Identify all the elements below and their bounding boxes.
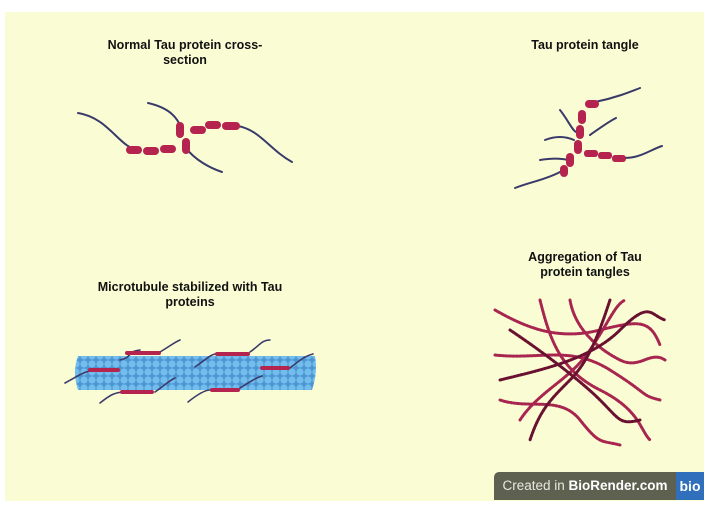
title-line: proteins — [165, 295, 215, 309]
title-line: Normal Tau protein cross- — [107, 38, 263, 52]
badge-prefix: Created in — [502, 478, 569, 493]
tau-tangle-illustration — [514, 87, 663, 189]
aggregation-title: Aggregation of Tau protein tangles — [505, 250, 665, 280]
title-line: protein tangles — [540, 265, 630, 279]
title-line: Microtubule stabilized with Tau — [97, 280, 283, 294]
microtubule-illustration — [64, 339, 316, 404]
tau-segments — [560, 100, 626, 177]
aggregation-illustration — [493, 298, 667, 447]
biorender-logo[interactable]: bio — [676, 472, 704, 500]
tau-segments — [126, 121, 240, 155]
tau-segments — [88, 351, 290, 394]
biorender-badge[interactable]: Created in BioRender.com — [494, 472, 676, 500]
badge-brand: BioRender.com — [568, 478, 668, 493]
normal-tau-title: Normal Tau protein cross- section — [95, 38, 275, 68]
tau-tangle-title: Tau protein tangle — [531, 38, 639, 52]
title-line: Aggregation of Tau — [528, 250, 642, 264]
normal-tau-illustration — [77, 102, 293, 173]
microtubule-title: Microtubule stabilized with Tau proteins — [80, 280, 300, 310]
title-line: section — [163, 53, 207, 67]
diagram-background — [5, 12, 704, 501]
